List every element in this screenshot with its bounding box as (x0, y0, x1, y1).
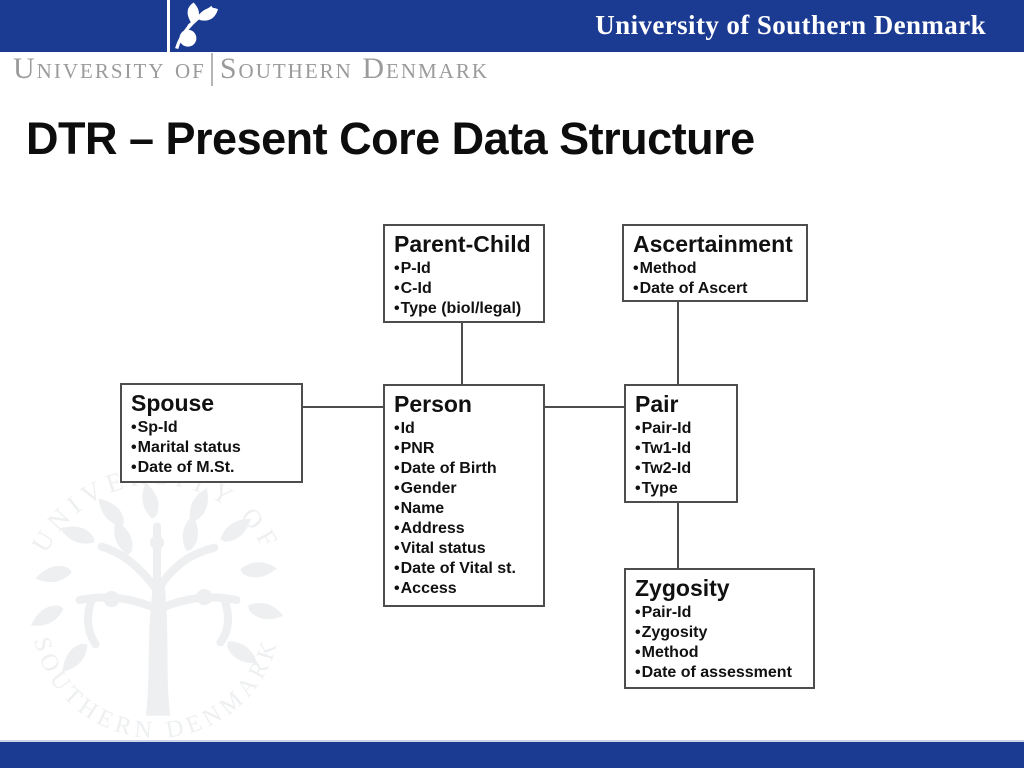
entity-attribute: P-Id (394, 259, 535, 279)
watermark-tree-logo: UNIVERSITY OF SOUTHERN DENMARK (26, 461, 286, 744)
connector-pair-zygosity (677, 503, 679, 568)
entity-attribute: C-Id (394, 279, 535, 299)
entity-box-pair: Pair Pair-Id Tw1-Id Tw2-Id Type (624, 384, 738, 503)
entity-attribute-list: Pair-Id Tw1-Id Tw2-Id Type (635, 419, 728, 499)
wordmark-southern-denmark: Southern Denmark (219, 52, 490, 85)
entity-attribute: Date of Vital st. (394, 559, 535, 579)
entity-attribute: Date of Ascert (633, 279, 798, 299)
entity-attribute: Type (biol/legal) (394, 299, 535, 319)
entity-attribute: Type (635, 479, 728, 499)
entity-attribute: Vital status (394, 539, 535, 559)
entity-attribute-list: Id PNR Date of Birth Gender Name Address… (394, 419, 535, 599)
sdu-branch-logo-icon (175, 2, 218, 50)
wordmark-divider-line (210, 52, 213, 86)
entity-attribute: Sp-Id (131, 418, 293, 438)
entity-attribute: Date of Birth (394, 459, 535, 479)
entity-attribute-list: P-Id C-Id Type (biol/legal) (394, 259, 535, 319)
entity-title: Zygosity (635, 575, 730, 601)
entity-attribute: Name (394, 499, 535, 519)
entity-attribute-list: Pair-Id Zygosity Method Date of assessme… (635, 603, 805, 683)
entity-attribute: Id (394, 419, 535, 439)
entity-attribute: Zygosity (635, 623, 805, 643)
entity-box-ascertainment: Ascertainment Method Date of Ascert (622, 224, 808, 302)
brand-name-right: University of Southern Denmark (595, 9, 986, 40)
wordmark-university-of: University of (13, 52, 206, 85)
page-title: DTR – Present Core Data Structure (26, 113, 755, 164)
entity-attribute: Pair-Id (635, 603, 805, 623)
connector-spouse-person (303, 406, 383, 408)
header-wordmark: University of Southern Denmark (13, 52, 489, 86)
entity-box-spouse: Spouse Sp-Id Marital status Date of M.St… (120, 383, 303, 483)
entity-attribute: Method (635, 643, 805, 663)
entity-attribute: Access (394, 579, 535, 599)
entity-title: Spouse (131, 390, 215, 416)
connector-person-pair (545, 406, 624, 408)
entity-attribute: Tw1-Id (635, 439, 728, 459)
entity-attribute: Date of assessment (635, 663, 805, 683)
entity-box-parent-child: Parent-Child P-Id C-Id Type (biol/legal) (383, 224, 545, 323)
entity-box-zygosity: Zygosity Pair-Id Zygosity Method Date of… (624, 568, 815, 689)
entity-attribute: Marital status (131, 438, 293, 458)
entity-attribute: Tw2-Id (635, 459, 728, 479)
entity-attribute: Method (633, 259, 798, 279)
entity-title: Pair (635, 391, 679, 417)
entity-attribute: Date of M.St. (131, 458, 293, 478)
connector-parentchild-person (461, 323, 463, 384)
entity-attribute: Gender (394, 479, 535, 499)
top-brand-bar: University of Southern Denmark (0, 0, 1024, 52)
connector-ascertainment-pair (677, 302, 679, 384)
bottom-brand-bar (0, 740, 1024, 768)
entity-title: Ascertainment (633, 231, 793, 257)
entity-title: Parent-Child (394, 231, 531, 257)
logo-divider-line (167, 0, 170, 52)
entity-attribute: Address (394, 519, 535, 539)
entity-attribute-list: Sp-Id Marital status Date of M.St. (131, 418, 293, 478)
entity-attribute: PNR (394, 439, 535, 459)
entity-title: Person (394, 391, 472, 417)
entity-attribute-list: Method Date of Ascert (633, 259, 798, 299)
entity-box-person: Person Id PNR Date of Birth Gender Name … (383, 384, 545, 607)
entity-attribute: Pair-Id (635, 419, 728, 439)
